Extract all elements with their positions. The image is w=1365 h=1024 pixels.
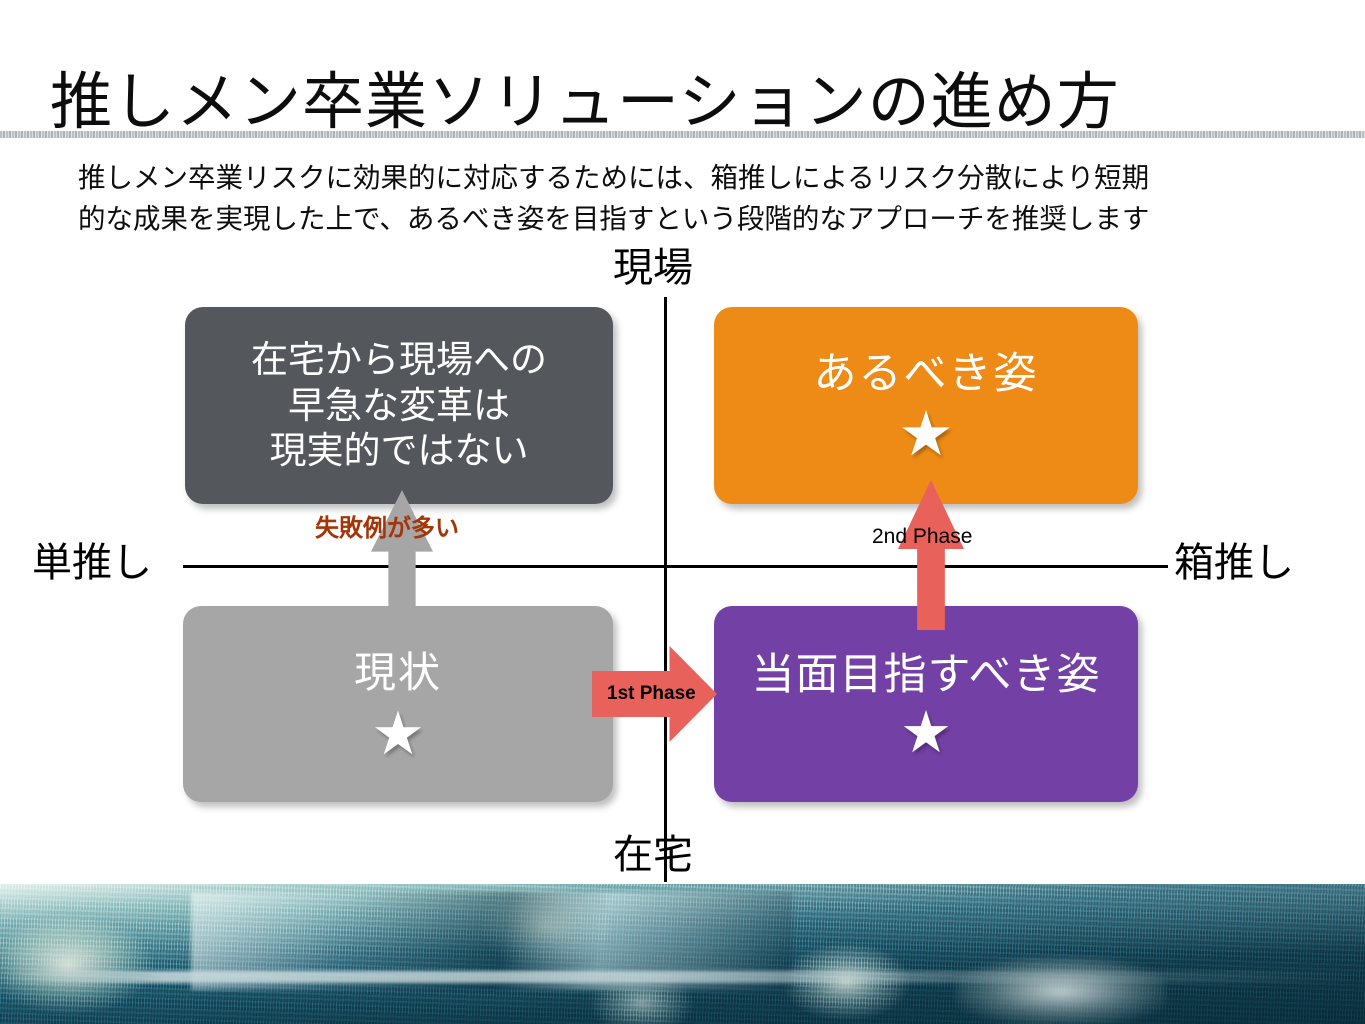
first-phase-label: 1st Phase <box>607 683 696 704</box>
page-title: 推しメン卒業ソリューションの進め方 <box>50 67 1120 137</box>
photo-color-grade <box>0 884 1365 1024</box>
star-icon: ★ <box>900 699 952 765</box>
axis-label-top: 現場 <box>613 246 693 290</box>
failure-note-label: 失敗例が多い <box>315 515 459 542</box>
star-icon: ★ <box>371 700 425 768</box>
quadrant-card-bottom-right-text: 当面目指すべき姿 <box>751 651 1101 700</box>
lead-line-2: 的な成果を実現した上で、あるべき姿を目指すという段階的なアプローチを推奨します <box>78 202 1150 234</box>
lead-line-1: 推しメン卒業リスクに効果的に対応するためには、箱推しによるリスク分散により短期 <box>78 162 1150 193</box>
title-divider <box>0 131 1365 138</box>
star-icon: ★ <box>898 400 954 470</box>
quadrant-card-bottom-right[interactable]: 当面目指すべき姿 ★ <box>714 606 1138 802</box>
photo-light-flare <box>955 956 1166 1024</box>
quadrant-card-top-left[interactable]: 在宅から現場への 早急な変革は 現実的ではない <box>185 307 613 504</box>
quadrant-card-top-left-text: 在宅から現場への 早急な変革は 現実的ではない <box>251 338 547 472</box>
footer-concert-photo <box>0 884 1365 1024</box>
horizontal-axis-line <box>183 565 1168 568</box>
axis-label-right: 箱推し <box>1174 541 1294 585</box>
quadrant-card-bottom-left[interactable]: 現状 ★ <box>183 606 613 802</box>
vertical-axis-line <box>664 297 667 882</box>
strategy-matrix: 現場 在宅 単推し 箱推し 在宅から現場への 早急な変革は 現実的ではない ある… <box>0 240 1365 885</box>
axis-label-bottom: 在宅 <box>613 833 693 877</box>
quadrant-card-top-right-text: あるべき姿 <box>813 349 1039 398</box>
quadrant-card-top-right[interactable]: あるべき姿 ★ <box>714 307 1138 504</box>
quadrant-card-bottom-left-text: 現状 <box>353 648 442 696</box>
second-phase-label: 2nd Phase <box>872 525 973 548</box>
axis-label-left: 単推し <box>32 541 152 585</box>
lead-paragraph: 推しメン卒業リスクに効果的に対応するためには、箱推しによるリスク分散により短期 … <box>78 158 1308 239</box>
